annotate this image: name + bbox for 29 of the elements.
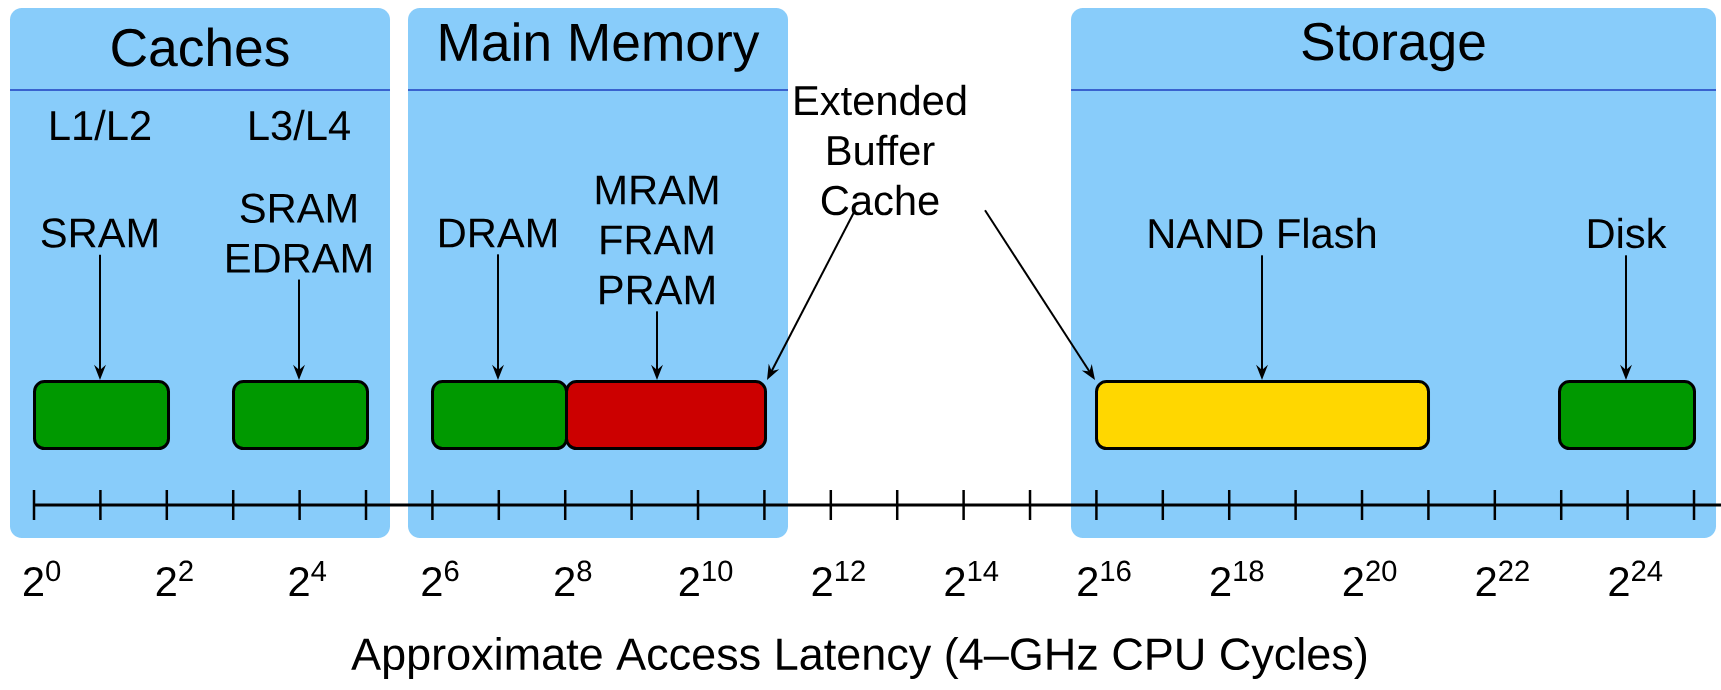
tick-label: 2$^{8}$ — [555, 560, 592, 596]
tick-label: 2$^{2}$ — [156, 560, 193, 596]
tier-label: L3/L4 — [250, 109, 350, 141]
tick-label: 2$^{10}$ — [679, 560, 733, 596]
tick-label: 2$^{24}$ — [1609, 560, 1663, 596]
tick-label: 2$^{14}$ — [945, 560, 999, 596]
tick-label: 2$^{6}$ — [422, 560, 459, 596]
tick-label: 2$^{0}$ — [24, 560, 61, 596]
memory-type-label: Extended Buffer Cache — [795, 84, 966, 216]
memory-type-label: DRAM — [440, 218, 556, 248]
latency-bar — [431, 380, 568, 450]
memory-type-label: Disk — [1588, 217, 1667, 249]
memory-type-label: SRAM — [41, 218, 157, 248]
tick-label: 2$^{12}$ — [812, 560, 865, 596]
latency-bar — [1558, 380, 1696, 450]
memory-type-label: SRAM EDRAM — [227, 193, 371, 273]
memory-type-label: NAND Flash — [1149, 217, 1375, 249]
axis-title: Approximate Access Latency (4–GHz CPU Cycles) — [351, 637, 1366, 679]
tick-label: 2$^{18}$ — [1211, 560, 1264, 596]
tick-label: 2$^{4}$ — [289, 560, 327, 596]
tick-label: 2$^{16}$ — [1078, 560, 1131, 596]
tier-label: L1/L2 — [51, 109, 150, 141]
memory-type-label: MRAM FRAM PRAM — [596, 175, 718, 305]
latency-bar — [232, 380, 369, 450]
tick-label: 2$^{20}$ — [1343, 560, 1397, 596]
tick-label: 2$^{22}$ — [1476, 560, 1529, 596]
latency-bar — [1095, 380, 1430, 450]
latency-bar — [33, 380, 170, 450]
latency-bar — [565, 380, 767, 450]
